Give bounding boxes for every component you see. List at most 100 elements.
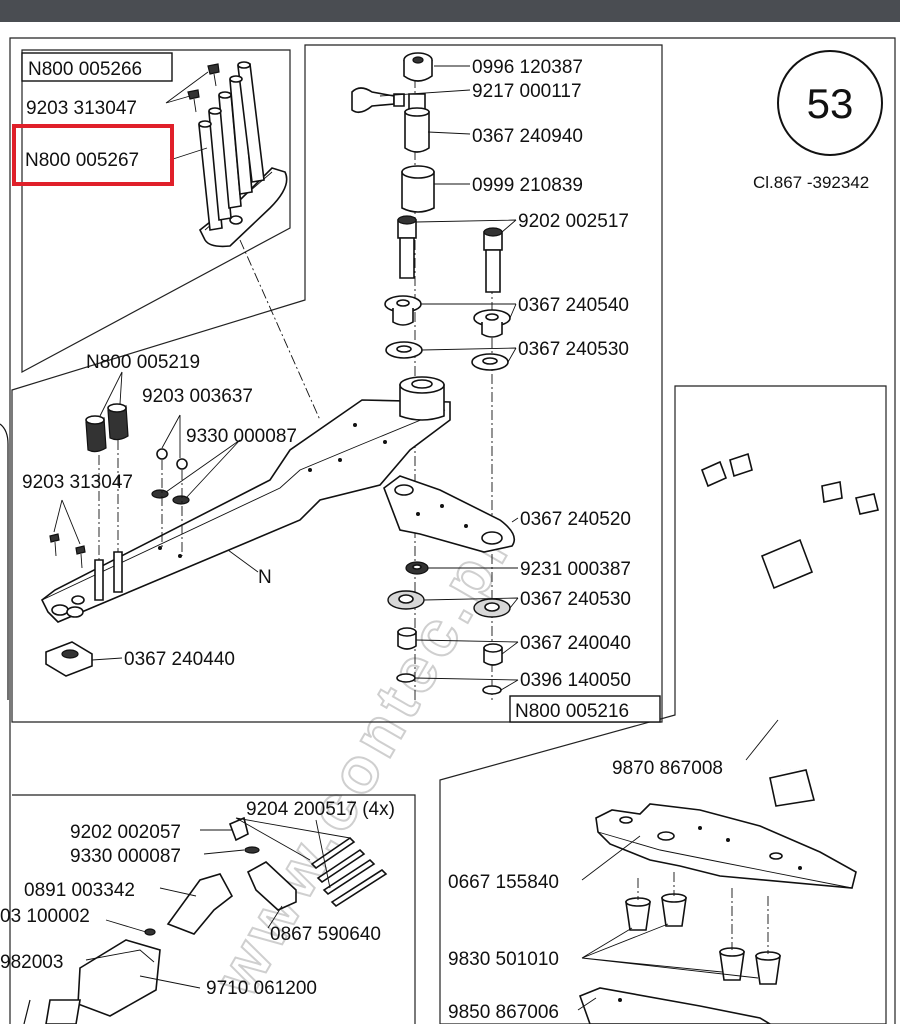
label-982003: 982003 [0,952,63,973]
leader [53,499,81,545]
screws-9203-313047 [49,533,86,569]
label-0367-240040: 0367 240040 [520,633,631,654]
leader [421,303,517,319]
page-number-badge: 53 [777,50,883,156]
leader [581,835,641,881]
label-9203-313047: 9203 313047 [26,98,137,119]
left-edge-fragment [0,423,9,700]
label-9203-313047-left: 9203 313047 [22,472,133,493]
screw-9202-002517-left [397,215,417,279]
leader [577,997,597,1011]
label-9330-000087-lower: 9330 000087 [70,846,181,867]
assembly-center-line [239,239,321,421]
leader [139,975,201,989]
leader [99,371,123,417]
knobs-N800-005219 [85,403,129,453]
label-N800-005266: N800 005266 [28,59,142,80]
label-9204-200517: 9204 200517 (4x) [246,799,395,820]
leader [423,597,519,609]
screws-9330-000087 [151,448,190,556]
leader [511,517,519,523]
label-9330-000087-upper: 9330 000087 [186,426,297,447]
leader [91,657,123,661]
label-0996-120387: 0996 120387 [472,57,583,78]
leader [415,639,519,655]
page-number: 53 [807,80,854,127]
assembly-label-box [509,695,661,723]
clamp-0367-240440 [45,641,93,677]
washer-0396-140050 [396,673,502,695]
label-9217-000117: 9217 000117 [472,81,582,102]
bottom-left-parts [23,816,388,1024]
washer-0367-240540 [384,295,511,338]
leader [161,414,181,458]
label-0367-240520: 0367 240520 [520,509,631,530]
bushing-0999-210839 [401,165,435,213]
label-0367-240540: 0367 240540 [518,295,629,316]
label-N800-005219: N800 005219 [86,352,200,373]
small-screws-top [187,63,220,113]
pin-0367-240940 [404,93,430,153]
page-border [9,37,896,1024]
label-9870-867008: 9870 867008 [612,758,723,779]
kit-label-box [21,52,173,82]
leader [169,147,208,161]
leader [581,923,759,979]
leader [415,219,517,233]
studs [94,440,123,601]
label-9202-002517: 9202 002517 [518,211,629,232]
label-N: N [258,567,272,588]
bearing-0367-240530-lower [387,590,511,618]
leader [267,905,283,929]
label-0367-240530-upper: 0367 240530 [518,339,629,360]
push-rivets-9830-501010 [625,872,781,985]
label-0867-590640: 0867 590640 [270,924,381,945]
wiring-harness [700,452,879,807]
spacer-0367-240040 [397,627,503,666]
leader [745,719,779,761]
label-0999-210839: 0999 210839 [472,175,583,196]
leader [105,919,147,933]
label-0367-240440: 0367 240440 [124,649,235,670]
label-9850-867006: 9850 867006 [448,1002,559,1023]
panel-harness [439,385,887,1024]
label-N800-005267: N800 005267 [25,150,139,171]
label-9710-061200: 9710 061200 [206,978,317,999]
panel-main-assembly [11,44,663,723]
label-9202-002057: 9202 002057 [70,822,181,843]
plate-9850-867006 [578,987,772,1024]
leader [427,131,471,135]
label-0667-155840: 0667 155840 [448,872,559,893]
collar-0996-120387 [403,52,433,82]
arm-plate-N [40,399,451,623]
hub-bushing [399,376,445,421]
catalog-ref: Cl.867 -392342 [753,173,869,192]
panel-bottom-left [12,794,416,1024]
label-03-100002: 03 100002 [0,906,90,927]
label-0396-140050: 0396 140050 [520,670,631,691]
plate-0367-240520 [383,475,516,553]
leader [203,849,245,855]
label-9203-003637: 9203 003637 [142,386,253,407]
label-N800-005216: N800 005216 [515,701,629,722]
leader [159,887,197,897]
label-9231-000387: 9231 000387 [520,559,631,580]
leader [421,347,517,363]
nut-9231-000387 [405,561,429,575]
leader [165,71,209,104]
washer-0367-240530-upper [385,341,509,371]
label-0891-003342: 0891 003342 [24,880,135,901]
panel-pins-kit [21,49,291,374]
highlight-box [12,124,174,186]
label-0367-240940: 0367 240940 [472,126,583,147]
wing-screw-9217-000117 [351,87,405,114]
leader [414,677,519,691]
leader [235,817,351,889]
top-window-bar [0,0,900,22]
bracket-plate-0667-155840 [595,803,857,889]
label-9830-501010: 9830 501010 [448,949,559,970]
leader [165,439,241,499]
screw-9202-002517-right [483,227,503,293]
leader-N [227,549,259,573]
